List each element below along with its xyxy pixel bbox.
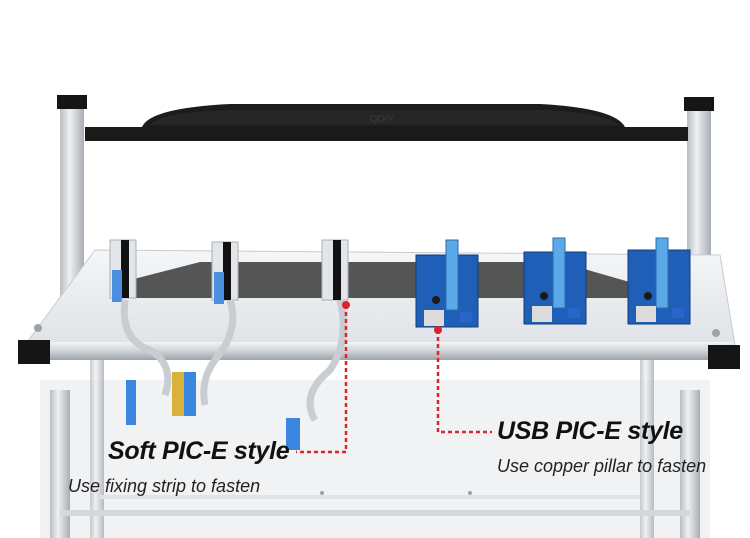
usb-riser-1 <box>415 239 479 328</box>
usb-riser-2 <box>523 237 587 325</box>
usb-riser-3 <box>627 237 691 325</box>
soft-riser-2 <box>211 241 239 304</box>
usb-callout-dot <box>434 326 442 334</box>
gpu-holder-bar: QDIY <box>85 104 688 141</box>
soft-riser-3 <box>321 239 349 301</box>
front-rail <box>18 324 740 369</box>
soft-riser-1 <box>109 239 137 302</box>
svg-text:QDIY: QDIY <box>370 114 395 125</box>
soft-style-subtitle: Use fixing strip to fasten <box>68 476 261 496</box>
soft-callout-dot <box>342 301 350 309</box>
usb-style-title: USB PIC-E style <box>497 417 683 445</box>
riser-cable-connectors <box>126 372 300 450</box>
ribbon-cables <box>120 298 347 422</box>
lower-frame <box>40 360 710 538</box>
usb-style-subtitle: Use copper pillar to fasten <box>497 456 707 476</box>
callout-lines <box>296 305 492 454</box>
soft-style-title: Soft PIC-E style <box>108 437 290 465</box>
